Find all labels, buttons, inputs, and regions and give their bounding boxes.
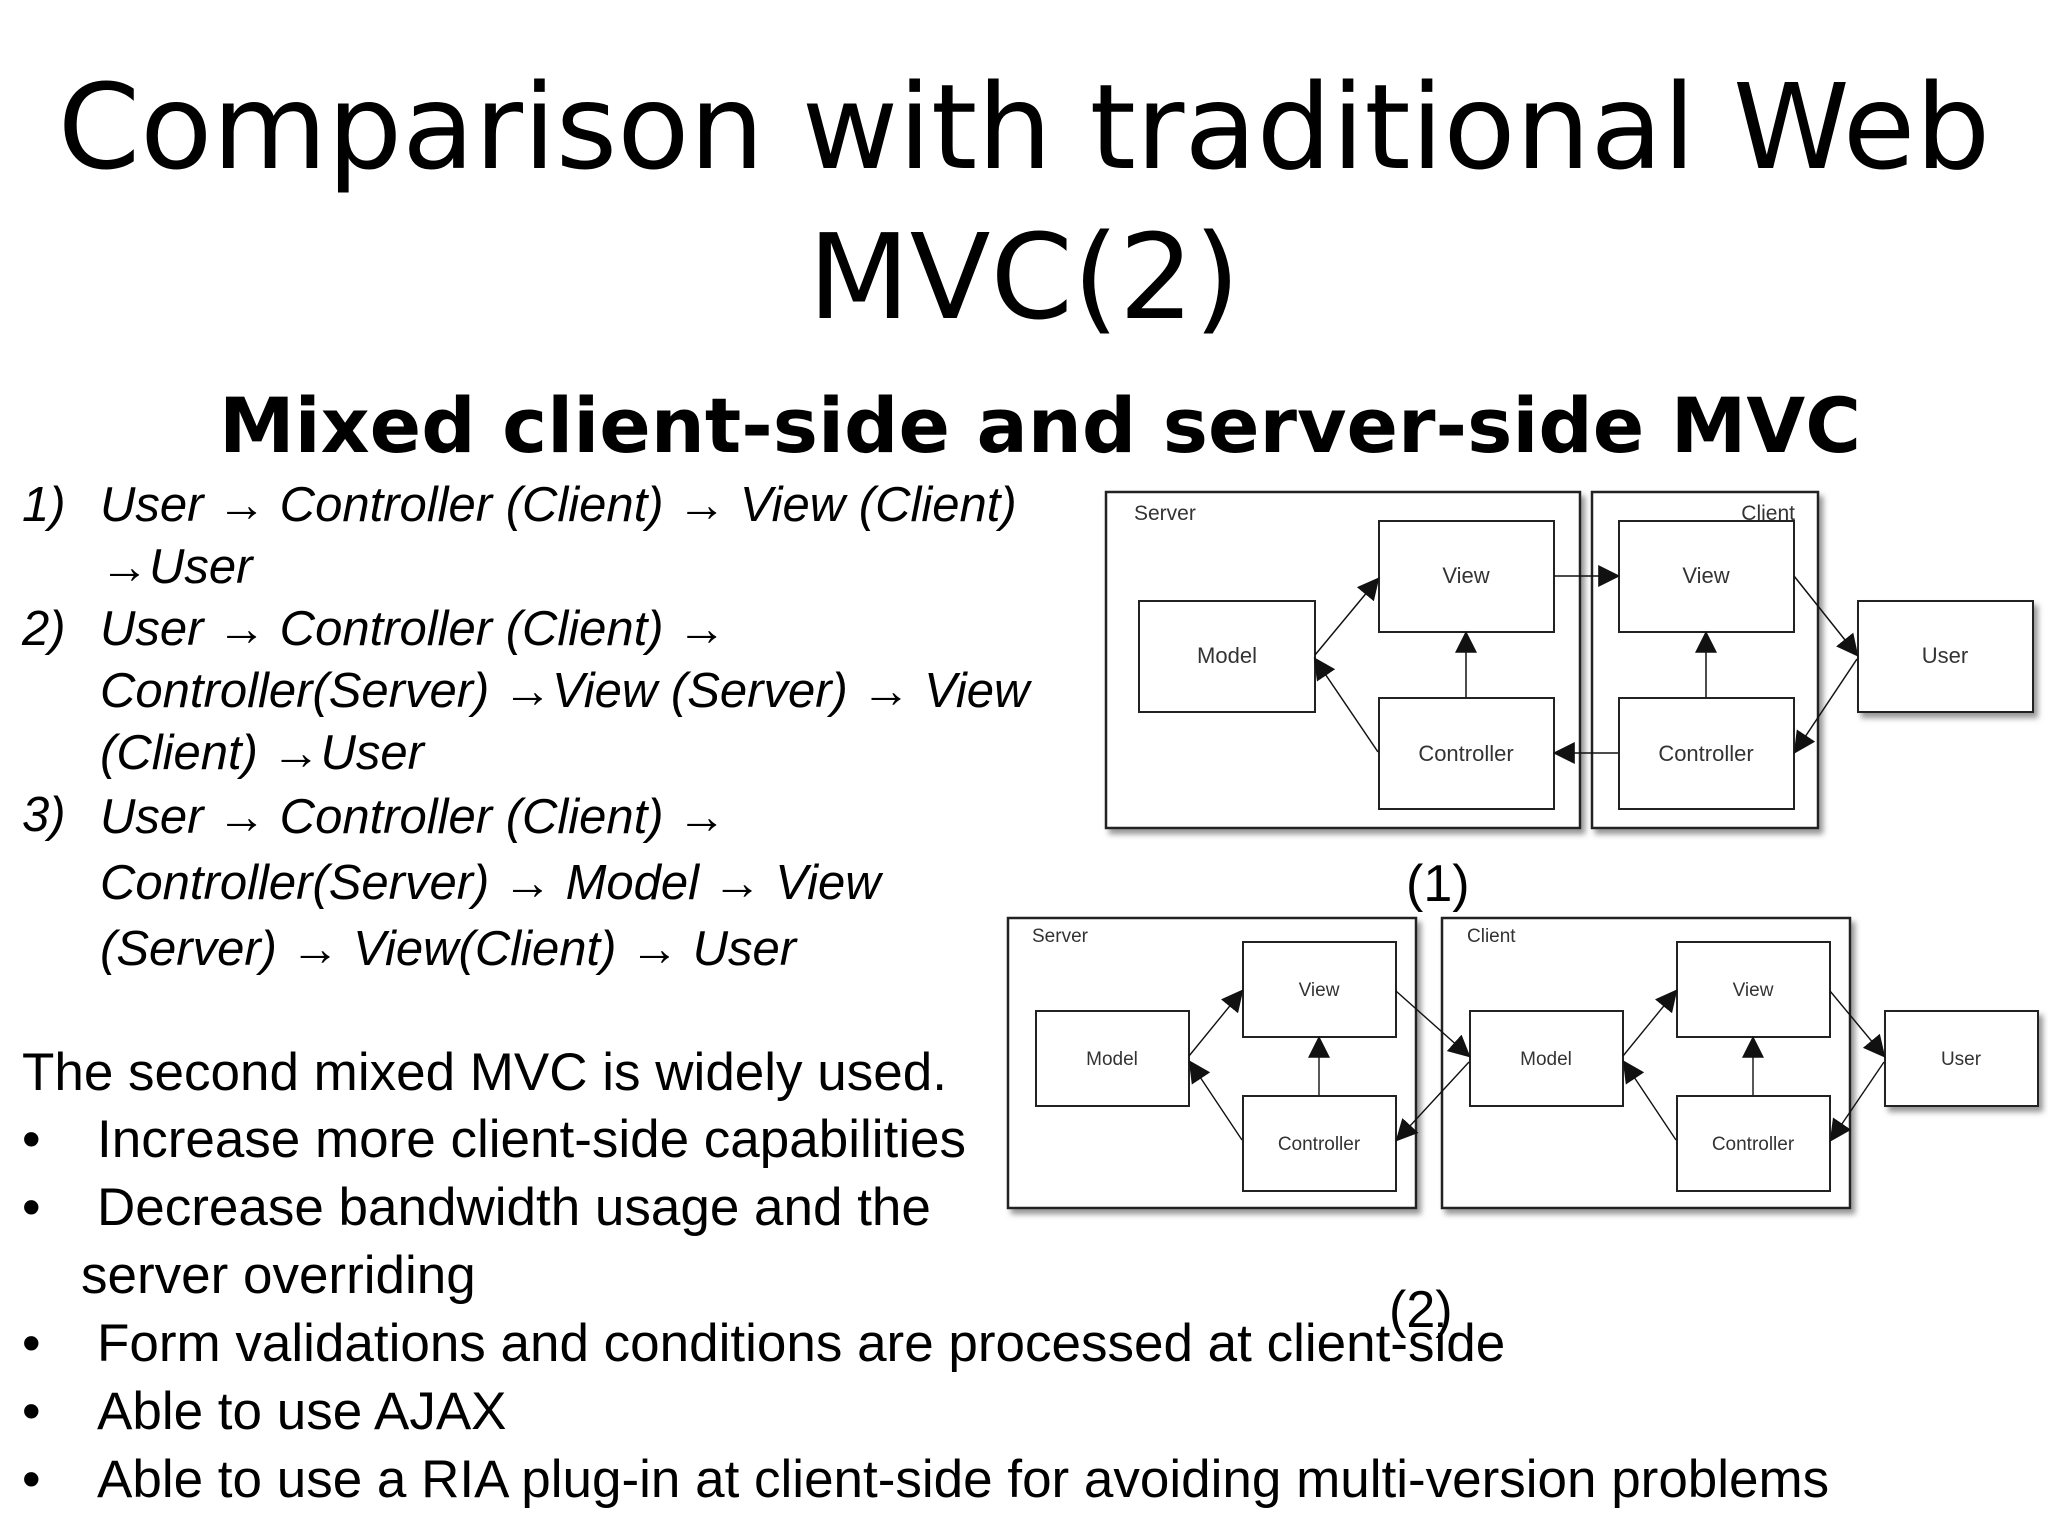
arrow-client-view-to-user — [1829, 990, 1886, 1058]
user-box — [1857, 600, 2034, 713]
flow-line: →User — [100, 540, 253, 594]
arrow-user-to-client-controller — [1829, 1061, 1885, 1142]
client-controller-box — [1676, 1095, 1831, 1192]
flow-number: 3) — [22, 788, 66, 842]
server-view-label: View — [1299, 980, 1340, 1001]
user-label: User — [1922, 643, 1968, 668]
flow-line: User → Controller (Client) → — [100, 790, 727, 844]
flow-item-2: 2) User → Controller (Client) → Controll… — [22, 598, 1082, 784]
flow-text: User → Controller (Client) → Controller(… — [100, 784, 1082, 982]
flow-text: User → Controller (Client) → Controller(… — [100, 598, 1082, 784]
diagram-1-caption: (1) — [1406, 855, 1470, 913]
bullet-icon: • — [22, 1382, 41, 1441]
server-model-box — [1035, 1010, 1190, 1107]
server-view-box — [1242, 941, 1397, 1038]
server-panel-label: Server — [1134, 502, 1196, 525]
summary-statement: The second mixed MVC is widely used. — [22, 1043, 947, 1102]
arrow-client-controller-to-model — [1622, 1060, 1677, 1141]
bullet-icon: • — [22, 1110, 41, 1169]
flow-item-1: 1) User → Controller (Client) → View (Cl… — [22, 474, 1082, 598]
flow-line: Controller(Server) →View (Server) → View — [100, 664, 1030, 718]
benefit-text: Able to use AJAX — [97, 1382, 507, 1441]
slide-subtitle: Mixed client-side and server-side MVC — [218, 381, 1861, 470]
diagram-2-caption: (2) — [1389, 1281, 1453, 1339]
arrow-model-to-view — [1314, 577, 1380, 656]
benefit-item: • Form validations and conditions are pr… — [22, 1310, 2042, 1378]
arrow-client-view-to-user — [1793, 575, 1859, 657]
benefit-text-continued: server overriding — [81, 1246, 476, 1305]
benefit-text: Form validations and conditions are proc… — [97, 1314, 1506, 1373]
flow-item-3: 3) User → Controller (Client) → Controll… — [22, 784, 1082, 982]
flow-line: (Client) →User — [100, 726, 424, 780]
benefit-text: Increase more client-side capabilities — [97, 1110, 967, 1169]
flow-line: User → Controller (Client) → View (Clien… — [100, 478, 1017, 532]
server-model-label: Model — [1086, 1049, 1138, 1070]
client-controller-box — [1618, 697, 1795, 810]
diagram-2: Server Client Model View Controller Mode… — [1006, 916, 2039, 1210]
bullet-icon: • — [22, 1450, 41, 1509]
bullet-icon: • — [22, 1314, 41, 1373]
server-controller-box — [1242, 1095, 1397, 1192]
client-view-label: View — [1682, 563, 1729, 588]
benefit-item: • Increase more client-side capabilities — [22, 1106, 2042, 1174]
user-box — [1884, 1010, 2039, 1107]
model-label: Model — [1197, 643, 1257, 668]
benefit-text: Able to use a RIA plug-in at client-side… — [97, 1450, 1830, 1509]
flow-line: Controller(Server) → Model → View — [100, 856, 881, 910]
client-controller-label: Controller — [1658, 741, 1753, 766]
server-panel-label: Server — [1032, 926, 1089, 947]
arrow-server-model-to-view — [1188, 989, 1244, 1057]
client-controller-label: Controller — [1712, 1134, 1795, 1155]
server-controller-label: Controller — [1418, 741, 1513, 766]
client-model-box — [1469, 1010, 1624, 1107]
client-panel-label: Client — [1741, 502, 1795, 525]
benefit-item: • Decrease bandwidth usage and the serve… — [22, 1174, 1097, 1310]
flow-number: 2) — [22, 602, 66, 656]
flow-number: 1) — [22, 478, 66, 532]
diagram-1: Server Client Model View Controller View… — [1104, 490, 2034, 830]
bullet-icon: • — [22, 1178, 41, 1237]
benefit-item: • Able to use AJAX — [22, 1378, 2042, 1446]
flow-list: 1) User → Controller (Client) → View (Cl… — [22, 474, 1082, 982]
arrow-controller-to-model — [1313, 657, 1379, 753]
model-box — [1138, 600, 1316, 713]
client-view-label: View — [1733, 980, 1774, 1001]
server-controller-box — [1378, 697, 1555, 810]
slide-title: Comparison with traditional Web MVC(2) — [0, 52, 2048, 352]
arrow-server-view-to-client-model — [1395, 990, 1471, 1058]
benefit-text: Decrease bandwidth usage and the — [97, 1178, 931, 1237]
slide-title-line-2: MVC(2) — [807, 208, 1241, 346]
flow-line: (Server) → View(Client) → User — [100, 922, 797, 976]
arrow-server-controller-to-model — [1188, 1060, 1243, 1141]
server-view-label: View — [1442, 563, 1489, 588]
client-panel-label: Client — [1467, 926, 1516, 947]
arrow-client-model-to-server-controller — [1395, 1061, 1470, 1142]
benefit-item: • Able to use a RIA plug-in at client-si… — [22, 1446, 2042, 1514]
user-label: User — [1941, 1049, 1982, 1070]
client-view-box — [1618, 520, 1795, 633]
server-controller-label: Controller — [1278, 1134, 1361, 1155]
benefit-list: • Increase more client-side capabilities… — [22, 1106, 2042, 1514]
client-model-label: Model — [1520, 1049, 1572, 1070]
flow-line: User → Controller (Client) → — [100, 602, 727, 656]
arrow-client-model-to-view — [1622, 989, 1678, 1057]
arrow-user-to-client-controller — [1793, 658, 1858, 754]
slide-title-line-1: Comparison with traditional Web — [57, 58, 1991, 196]
flow-text: User → Controller (Client) → View (Clien… — [100, 474, 1082, 598]
